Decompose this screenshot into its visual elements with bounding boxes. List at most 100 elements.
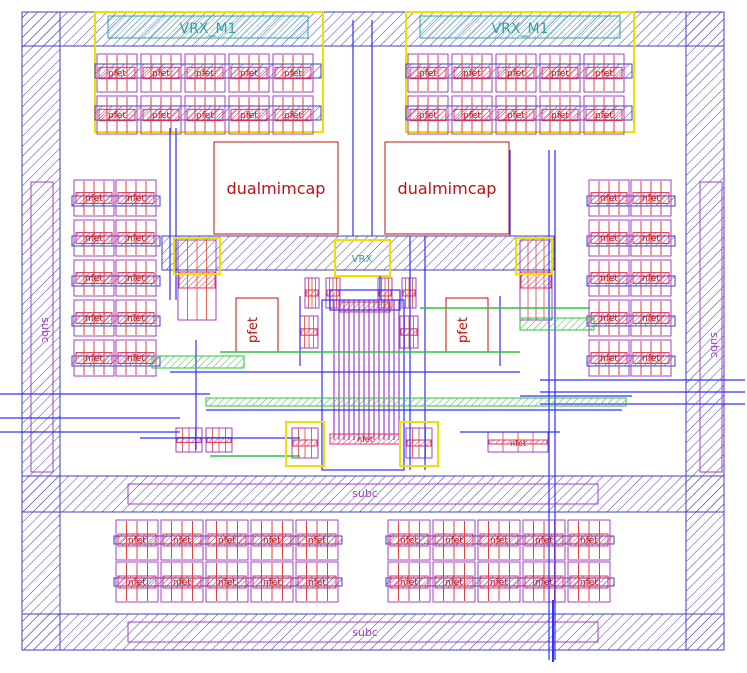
pfet-left-label: pfet xyxy=(246,317,261,343)
fet-well xyxy=(588,259,630,297)
fet-label: nfet xyxy=(218,578,236,588)
vrx-left-label: VRX_M1 xyxy=(180,21,237,37)
fet-well xyxy=(96,95,138,135)
mid-guard-bar xyxy=(161,235,555,271)
cap-left-label: dualmimcap xyxy=(227,179,326,198)
pfet-right-label: pfet xyxy=(456,317,471,343)
fet-label: nfet xyxy=(127,234,145,244)
fet-cell: nfet xyxy=(73,179,115,217)
fet-well xyxy=(272,95,314,135)
fet-label: pfet xyxy=(551,69,569,79)
fet-well xyxy=(73,179,115,217)
via-strips xyxy=(151,307,627,457)
fet-well xyxy=(73,339,115,377)
fet-label: nfet xyxy=(600,274,618,284)
subc-bottom-label: subc xyxy=(352,626,378,639)
fet-cell: nfet xyxy=(73,299,115,337)
fet-label: nfet xyxy=(85,194,103,204)
fet-well xyxy=(96,53,138,93)
pfet-right: pfet xyxy=(445,297,489,353)
fet-cell: pfet xyxy=(96,53,138,93)
fet-cell: nfet xyxy=(567,519,611,561)
fet-cell: nfet xyxy=(73,259,115,297)
fet-cell: nfet xyxy=(115,339,157,377)
fet-cell: nfet xyxy=(432,561,476,603)
fet-label: nfet xyxy=(642,234,660,244)
fet-cell: nfet xyxy=(387,561,431,603)
subc-left-label: subc xyxy=(39,317,52,343)
fet-cell: nfet xyxy=(432,519,476,561)
fet-label: nfet xyxy=(218,536,236,546)
subc-strips: subc subc subc subc xyxy=(30,181,723,643)
small-device-cells: nfet xyxy=(175,239,553,459)
fet-well xyxy=(432,519,476,561)
subc-mid-label: subc xyxy=(352,487,378,500)
fet-label: pfet xyxy=(284,111,302,121)
fet-well xyxy=(115,299,157,337)
fet-label: pfet xyxy=(419,111,437,121)
fet-well xyxy=(407,95,449,135)
vrx-cell-left: VRX_M1 xyxy=(94,11,324,133)
fet-cell: nfet xyxy=(205,519,249,561)
fet-cell: pfet xyxy=(495,53,537,93)
fet-cell: nfet xyxy=(567,561,611,603)
fet-well xyxy=(295,519,339,561)
small-device xyxy=(399,315,419,349)
fet-cell: pfet xyxy=(272,53,314,93)
fet-cell: nfet xyxy=(630,259,672,297)
fet-cell: pfet xyxy=(451,95,493,135)
fet-label: pfet xyxy=(240,111,258,121)
fet-label: nfet xyxy=(173,536,191,546)
fet-label: pfet xyxy=(507,69,525,79)
fet-cell: nfet xyxy=(73,219,115,257)
fet-cell: nfet xyxy=(115,561,159,603)
fet-cell: nfet xyxy=(205,561,249,603)
fet-well xyxy=(583,95,625,135)
fet-well xyxy=(73,219,115,257)
fet-well xyxy=(205,519,249,561)
fet-well xyxy=(539,53,581,93)
fet-label: nfet xyxy=(85,234,103,244)
fet-label: nfet xyxy=(600,194,618,204)
fet-label: nfet xyxy=(173,578,191,588)
fet-well xyxy=(588,219,630,257)
fet-label: nfet xyxy=(263,536,281,546)
fet-well xyxy=(250,561,294,603)
fet-cell: nfet xyxy=(477,561,521,603)
fet-cell: nfet xyxy=(295,561,339,603)
small-device xyxy=(299,315,319,349)
fet-label: nfet xyxy=(600,314,618,324)
fet-label: pfet xyxy=(507,111,525,121)
dualmimcap-left: dualmimcap xyxy=(213,141,339,235)
pfet-left: pfet xyxy=(235,297,279,353)
fet-label: pfet xyxy=(108,69,126,79)
fet-well xyxy=(630,219,672,257)
fet-label: pfet xyxy=(152,111,170,121)
fet-label: pfet xyxy=(196,69,214,79)
fet-well xyxy=(495,53,537,93)
fet-well xyxy=(140,95,182,135)
fet-label: pfet xyxy=(595,111,613,121)
fet-cell: pfet xyxy=(407,95,449,135)
fet-well xyxy=(272,53,314,93)
fet-label: nfet xyxy=(127,354,145,364)
fet-label: nfet xyxy=(85,314,103,324)
fet-cell: nfet xyxy=(522,561,566,603)
fet-cell: nfet xyxy=(250,561,294,603)
fet-cell: nfet xyxy=(160,519,204,561)
fet-label: nfet xyxy=(127,194,145,204)
fet-label: nfet xyxy=(490,578,508,588)
fet-cell: nfet xyxy=(295,519,339,561)
fet-cell: nfet xyxy=(115,179,157,217)
guard-ring xyxy=(21,11,725,651)
fet-label: nfet xyxy=(400,578,418,588)
fet-label: nfet xyxy=(642,314,660,324)
small-device xyxy=(304,277,320,309)
fet-label: nfet xyxy=(642,354,660,364)
fet-label: nfet xyxy=(490,536,508,546)
fet-label: pfet xyxy=(551,111,569,121)
fet-cell: nfet xyxy=(588,219,630,257)
